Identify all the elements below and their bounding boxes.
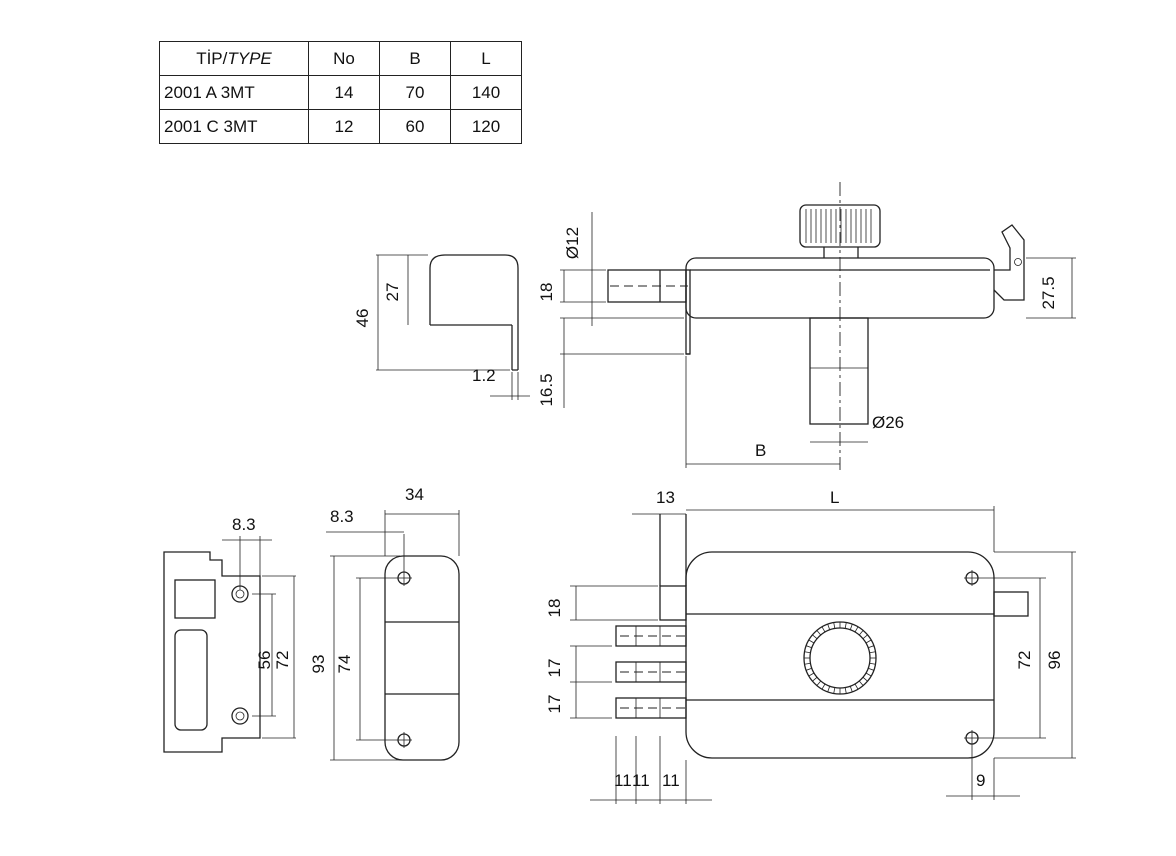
cell-type: 2001 A 3MT	[159, 75, 309, 110]
dim-17b: 17	[545, 695, 564, 714]
cell-b: 70	[379, 75, 451, 110]
dim-16-5: 16.5	[537, 373, 556, 406]
dim-9: 9	[976, 771, 985, 790]
cell-b: 60	[379, 109, 451, 144]
dim-72-striker: 72	[273, 651, 292, 670]
dim-13: 13	[656, 488, 675, 507]
bolt	[615, 661, 687, 683]
header-type: TİP/TYPE	[159, 41, 309, 76]
latch	[993, 591, 1029, 617]
lock-top-view: Ø12 18 16.5 27.5 Ø26 B	[537, 182, 1076, 470]
lock-body-front	[685, 551, 995, 759]
dim-dia-12: Ø12	[563, 227, 582, 259]
dim-27-5: 27.5	[1039, 276, 1058, 309]
striker-opening	[174, 579, 216, 619]
dim-b: B	[755, 441, 766, 460]
dim-96: 96	[1045, 651, 1064, 670]
striker-side-view: 46 27 1.2	[353, 254, 530, 400]
spec-row: 2001 C 3MT 12 60 120	[159, 109, 522, 144]
dim-56: 56	[255, 651, 274, 670]
striker-slot	[174, 629, 208, 731]
dim-l: L	[830, 488, 839, 507]
spec-row: 2001 A 3MT 14 70 140	[159, 75, 522, 110]
dim-dia-26: Ø26	[872, 413, 904, 432]
dim-11c: 11	[662, 771, 680, 790]
dim-8-3-striker: 8.3	[232, 515, 256, 534]
lock-side-view: 34 8.3 93 74	[309, 485, 460, 761]
cell-no: 12	[308, 109, 380, 144]
dim-11b: 11	[632, 771, 650, 790]
striker-front-view: 8.3 56 72	[163, 515, 296, 753]
header-no: No	[308, 41, 380, 76]
dim-18-front: 18	[545, 599, 564, 618]
dim-72-front: 72	[1015, 651, 1034, 670]
striker-profile-outline	[429, 254, 519, 370]
spec-table: TİP/TYPE No B L 2001 A 3MT 14 70 140 200…	[159, 41, 522, 144]
dim-8-3-side: 8.3	[330, 507, 354, 526]
cylinder	[809, 317, 869, 425]
knob-top	[799, 204, 881, 248]
bolt	[615, 625, 687, 647]
header-b: B	[379, 41, 451, 76]
side-body	[384, 555, 460, 761]
header-l: L	[450, 41, 522, 76]
dim-46: 46	[353, 309, 372, 328]
knob-front-icon	[803, 621, 877, 695]
cell-no: 14	[308, 75, 380, 110]
bolt	[615, 697, 687, 719]
dim-93: 93	[309, 655, 328, 674]
dim-27: 27	[383, 283, 402, 302]
dim-74: 74	[335, 655, 354, 674]
screw-hole-icon	[231, 707, 249, 725]
dim-11a: 11	[614, 771, 632, 790]
hook-icon	[993, 224, 1025, 301]
dim-17a: 17	[545, 659, 564, 678]
cell-type: 2001 C 3MT	[159, 109, 309, 144]
dim-1-2: 1.2	[472, 366, 496, 385]
lock-front-view: 13 L 18 17 17 72 96 9 1	[545, 488, 1076, 804]
cell-l: 140	[450, 75, 522, 110]
dim-34: 34	[405, 485, 424, 504]
spec-header-row: TİP/TYPE No B L	[159, 41, 522, 76]
cell-l: 120	[450, 109, 522, 144]
dim-18-top: 18	[537, 283, 556, 302]
